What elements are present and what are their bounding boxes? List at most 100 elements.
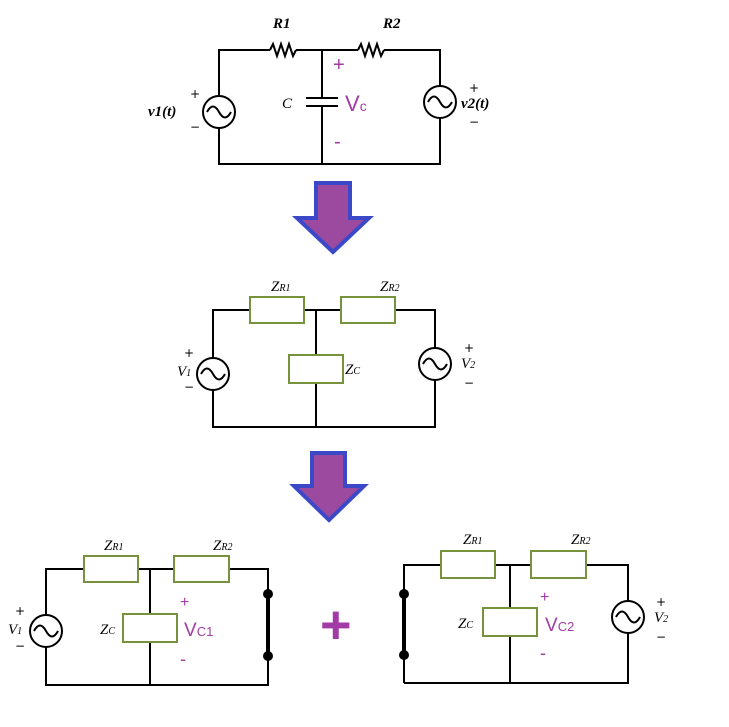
resistor-r1-symbol	[269, 40, 297, 60]
v2-label-sub: 2	[663, 614, 668, 625]
zc-label: ZC	[345, 362, 360, 378]
node-dot	[263, 651, 273, 661]
vc2-plus-sign: +	[540, 589, 549, 606]
wire	[212, 380, 436, 428]
vc2-label-sub: C2	[558, 619, 575, 634]
v2-label-main: V	[654, 610, 665, 626]
zc-label-main: Z	[345, 362, 354, 378]
zr2-label: ZR2	[213, 538, 232, 554]
ac-source-v2-icon	[423, 85, 457, 119]
wire	[218, 49, 270, 96]
source-v1-minus: −	[184, 380, 194, 394]
node-dot	[399, 589, 409, 599]
impedance-zr1-box	[440, 550, 496, 579]
wire	[212, 309, 250, 358]
zr1-label: ZR1	[271, 279, 290, 295]
v1-label-sub: 1	[186, 368, 191, 379]
v1-label: V1	[8, 622, 22, 638]
source-v1-plus: +	[184, 346, 194, 360]
zr2-label-main: Z	[571, 532, 580, 548]
impedance-zc-box	[122, 613, 178, 643]
zr2-label-sub: R2	[578, 536, 590, 547]
source-v2-plus: +	[464, 341, 474, 355]
v2-label-sub: 2	[470, 360, 475, 371]
original-circuit: R1 R2 C v1(t) v2(t) + − + − + - Vc	[148, 16, 489, 165]
vc1-label-sub: C1	[197, 624, 214, 639]
ac-source-v1-icon	[202, 95, 236, 129]
phasor-circuit: ZR1 ZR2 ZC V1 V2 + − + −	[177, 279, 475, 428]
node-dot	[399, 650, 409, 660]
impedance-zr2-box	[340, 296, 396, 324]
source-v1-label: v1(t)	[148, 104, 176, 120]
source-v2-minus: −	[469, 115, 479, 129]
zr2-label-main: Z	[380, 279, 389, 295]
zr2-label: ZR2	[380, 279, 399, 295]
v2-label-main: V	[461, 356, 472, 372]
ac-source-v1-icon	[29, 614, 63, 648]
wire	[218, 118, 441, 165]
vc2-minus-sign: -	[540, 643, 546, 663]
down-arrow-icon	[291, 181, 375, 255]
v1-label-main: V	[8, 622, 19, 638]
capacitor-label: C	[282, 96, 293, 112]
vc-plus-sign: +	[333, 54, 345, 76]
impedance-zr1-box	[249, 296, 305, 324]
zc-label-main: Z	[100, 622, 109, 638]
source-v2-minus: −	[464, 376, 474, 390]
zr2-label-sub: R2	[220, 542, 232, 553]
resistor-r2-symbol	[357, 40, 385, 60]
wire	[45, 568, 84, 615]
wire	[384, 49, 441, 86]
source-v1-minus: −	[15, 639, 25, 653]
zr1-label-sub: R1	[278, 283, 290, 294]
down-arrow-icon	[289, 451, 369, 523]
r2-label: R2	[382, 16, 401, 32]
v2-label: V2	[654, 610, 668, 626]
source-v2-minus: −	[656, 630, 666, 644]
r1-label: R1	[272, 16, 291, 32]
v1-label-sub: 1	[17, 626, 22, 637]
source-v2-plus: +	[469, 81, 479, 95]
zc-label-sub: C	[108, 626, 115, 637]
impedance-zr2-box	[173, 555, 230, 583]
vc1-label: VC1	[184, 620, 213, 641]
sum-plus-sign: +	[320, 595, 352, 655]
vc-label: Vc	[345, 91, 367, 116]
vc-label-sub: c	[360, 98, 367, 114]
vc2-label-main: V	[545, 615, 558, 636]
impedance-zr1-box	[83, 555, 139, 583]
wire	[586, 564, 629, 601]
circuit-v1-only: ZR1 ZR2 ZC V1 + − + - VC1	[8, 538, 273, 686]
zc-label: ZC	[100, 622, 115, 638]
wire	[404, 633, 629, 684]
vc1-label-main: V	[184, 620, 197, 641]
source-v2-label: v2(t)	[461, 96, 489, 112]
zr1-label-main: Z	[104, 538, 113, 554]
zr1-label: ZR1	[463, 532, 482, 548]
zc-label-sub: C	[466, 620, 473, 631]
zr1-label-sub: R1	[470, 536, 482, 547]
v2-label: V2	[461, 356, 475, 372]
v1-label: V1	[177, 364, 191, 380]
impedance-zc-box	[288, 354, 344, 384]
vc1-plus-sign: +	[180, 594, 189, 611]
source-v1-plus: +	[190, 87, 200, 101]
circuit-v2-only: ZR1 ZR2 ZC V2 + − + - VC2	[399, 532, 668, 684]
zc-label: ZC	[458, 616, 473, 632]
zr2-label-sub: R2	[387, 283, 399, 294]
zr1-label: ZR1	[104, 538, 123, 554]
wire	[45, 568, 269, 686]
vc1-minus-sign: -	[180, 649, 186, 669]
source-v1-plus: +	[15, 604, 25, 618]
impedance-zr2-box	[530, 550, 587, 579]
ac-source-v2-icon	[418, 347, 452, 381]
zr2-label: ZR2	[571, 532, 590, 548]
vc-minus-sign: -	[334, 131, 341, 153]
source-v1-minus: −	[190, 120, 200, 134]
node-dot	[263, 589, 273, 599]
wire	[403, 564, 441, 683]
impedance-zc-box	[482, 607, 538, 637]
vc-label-main: V	[345, 91, 360, 116]
wire	[395, 309, 436, 348]
